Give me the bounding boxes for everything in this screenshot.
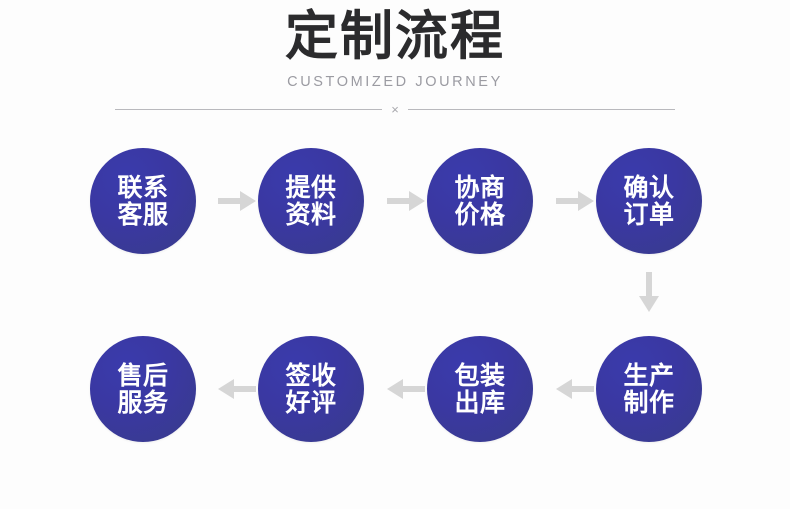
divider-cross-icon: × <box>391 101 399 117</box>
flow-node-provide-material[interactable]: 提供 资料 <box>258 148 364 254</box>
flow-node-after-sales[interactable]: 售后 服务 <box>90 336 196 442</box>
flow-node-label-line2: 制作 <box>623 388 675 417</box>
flow-arrow-left-icon <box>216 375 258 403</box>
flow-node-label-line1: 售后 <box>117 361 169 390</box>
flow-node-label-line2: 价格 <box>454 200 506 229</box>
flow-node-label-line2: 订单 <box>623 200 675 229</box>
flow-node-packaging[interactable]: 包装 出库 <box>427 336 533 442</box>
page-header: 定制流程 CUSTOMIZED JOURNEY <box>0 0 790 91</box>
flow-arrow-left-icon <box>385 375 427 403</box>
divider-line-right <box>407 108 675 110</box>
flow-node-label-line2: 服务 <box>117 388 169 417</box>
flow-node-label-line2: 资料 <box>285 200 337 229</box>
page-title: 定制流程 <box>285 6 505 67</box>
flow-arrow-right-icon <box>385 187 427 215</box>
flow-node-contact-service[interactable]: 联系 客服 <box>90 148 196 254</box>
flow-node-label-line1: 联系 <box>117 173 169 202</box>
divider-line-left <box>115 108 383 110</box>
page-subtitle: CUSTOMIZED JOURNEY <box>287 74 503 90</box>
flow-node-label-line1: 协商 <box>454 173 506 202</box>
flow-node-label-line1: 提供 <box>285 173 337 202</box>
flow-arrow-right-icon <box>554 187 596 215</box>
section-divider: × <box>115 101 675 117</box>
flow-node-negotiate-price[interactable]: 协商 价格 <box>427 148 533 254</box>
flow-node-label-line2: 好评 <box>285 388 337 417</box>
flow-node-label-line2: 客服 <box>117 200 169 229</box>
flow-node-production[interactable]: 生产 制作 <box>596 336 702 442</box>
flow-arrow-left-icon <box>554 375 596 403</box>
flow-node-label-line1: 包装 <box>454 361 506 390</box>
flow-node-label-line1: 签收 <box>285 361 337 390</box>
flow-node-confirm-order[interactable]: 确认 订单 <box>596 148 702 254</box>
flow-arrow-right-icon <box>216 187 258 215</box>
flow-node-label-line2: 出库 <box>454 388 506 417</box>
flow-arrow-down-icon <box>635 270 663 314</box>
flow-node-label-line1: 确认 <box>623 173 675 202</box>
flow-node-label-line1: 生产 <box>623 361 675 390</box>
flow-node-receipt-review[interactable]: 签收 好评 <box>258 336 364 442</box>
